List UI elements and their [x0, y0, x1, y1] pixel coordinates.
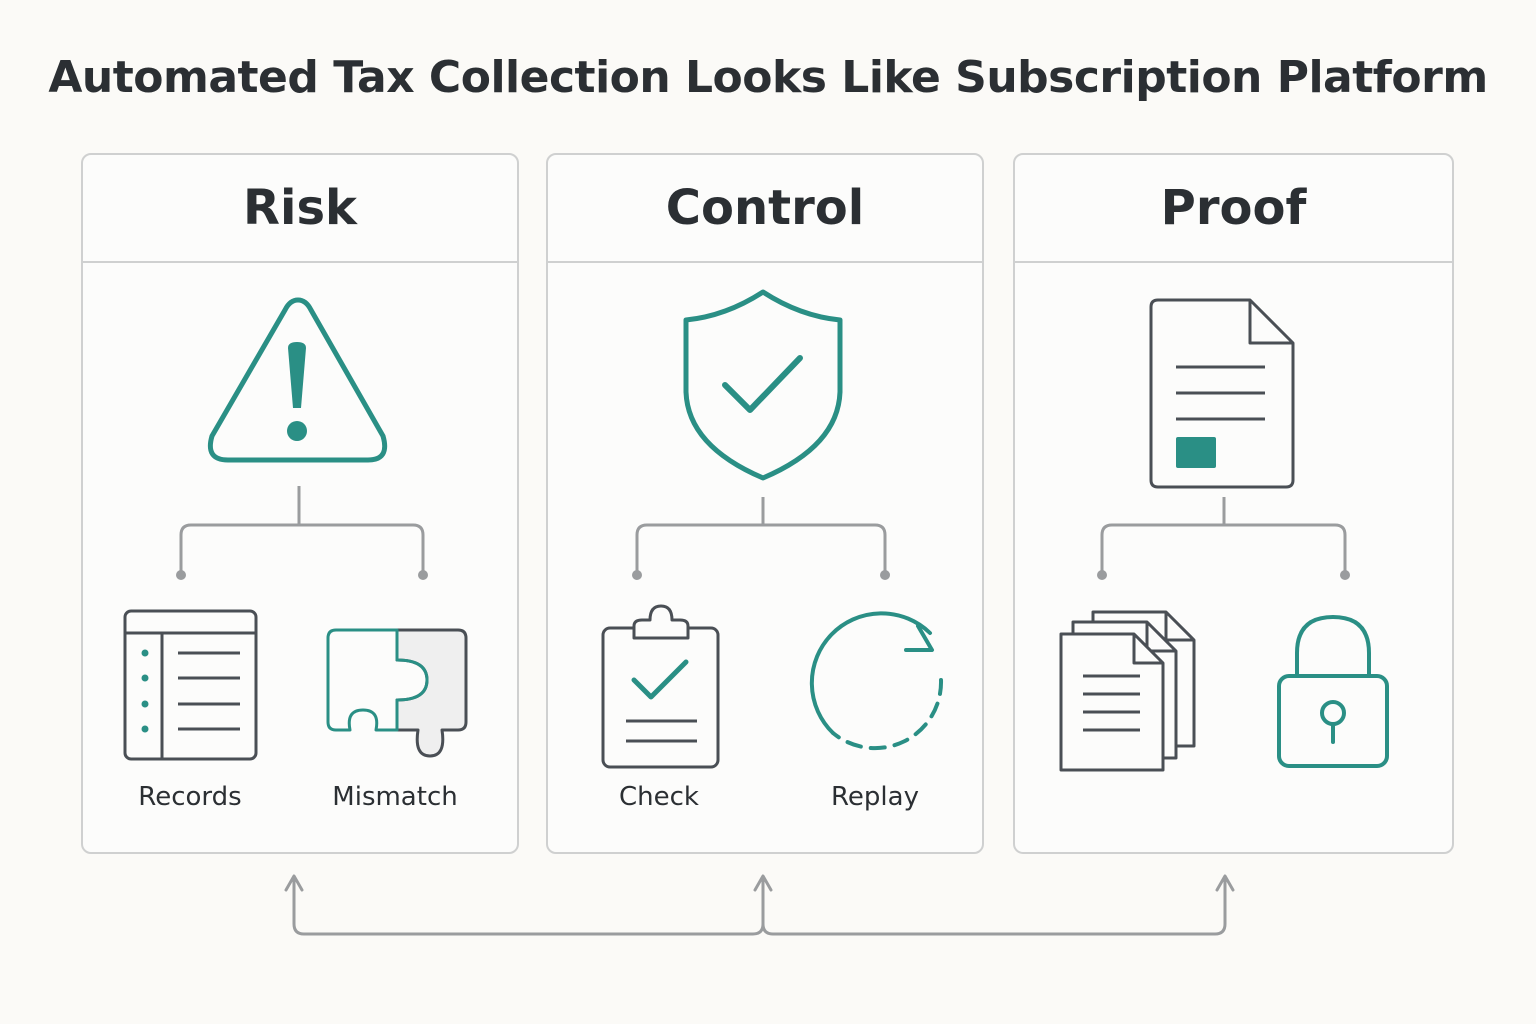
mismatch-label: Mismatch	[332, 782, 458, 812]
branch-dot	[632, 570, 642, 580]
proof-panel: Proof	[1013, 153, 1454, 854]
arrowhead-risk	[284, 874, 304, 892]
records-list-icon	[123, 609, 258, 761]
risk-branch-connector	[179, 486, 425, 575]
check-label: Check	[619, 782, 699, 812]
puzzle-piece-icon	[326, 628, 468, 758]
diagram-title: Automated Tax Collection Looks Like Subs…	[48, 52, 1488, 103]
arrowhead-control	[753, 874, 773, 892]
records-bullets	[141, 649, 149, 733]
padlock-icon	[1277, 615, 1389, 768]
branch-dot	[418, 570, 428, 580]
branch-dot	[1340, 570, 1350, 580]
replay-label: Replay	[831, 782, 919, 812]
document-icon	[1149, 298, 1295, 489]
proof-heading: Proof	[1015, 155, 1452, 263]
clipboard-check-icon	[601, 604, 720, 769]
control-heading: Control	[548, 155, 982, 263]
risk-heading: Risk	[83, 155, 517, 263]
shield-check-icon	[683, 289, 843, 481]
proof-branch-connector	[1100, 497, 1347, 575]
stacked-documents-icon	[1059, 610, 1196, 772]
records-label: Records	[138, 782, 242, 812]
branch-dot	[1097, 570, 1107, 580]
control-branch-connector	[635, 497, 887, 575]
left-feedback-arrow	[292, 876, 765, 936]
branch-dot	[176, 570, 186, 580]
arrowhead-proof	[1215, 874, 1235, 892]
right-feedback-arrow	[761, 876, 1227, 936]
warning-triangle-icon	[207, 297, 388, 463]
control-panel: Control	[546, 153, 984, 854]
replay-cycle-icon	[809, 611, 944, 751]
branch-dot	[880, 570, 890, 580]
